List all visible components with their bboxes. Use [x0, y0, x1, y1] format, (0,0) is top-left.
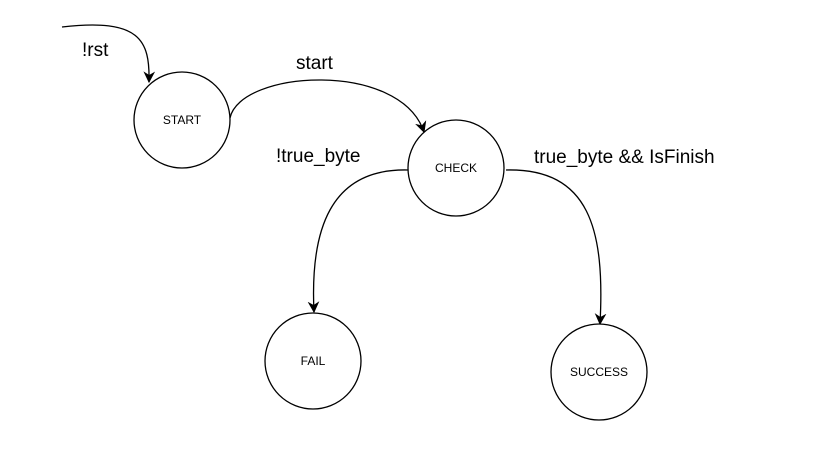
- state-start: START: [133, 71, 231, 169]
- reset-transition-arrow: [61, 24, 156, 84]
- state-check: CHECK: [407, 119, 505, 217]
- check-to-success-transition-arrow: [505, 169, 607, 326]
- start-to-check-transition-arrow: [229, 79, 427, 134]
- start-transition-label: start: [296, 53, 334, 74]
- state-start-label: START: [163, 113, 202, 127]
- state-success-label: SUCCESS: [570, 365, 628, 379]
- state-check-label: CHECK: [435, 161, 477, 175]
- state-fail-label: FAIL: [301, 354, 326, 368]
- not-true-byte-transition-label: !true_byte: [276, 146, 361, 167]
- state-success: SUCCESS: [550, 323, 648, 421]
- check-to-fail-transition-arrow: [307, 169, 409, 314]
- true-byte-and-isfinish-transition-label: true_byte && IsFinish: [534, 147, 715, 168]
- state-fail: FAIL: [264, 312, 362, 410]
- reset-transition-label: !rst: [82, 40, 109, 61]
